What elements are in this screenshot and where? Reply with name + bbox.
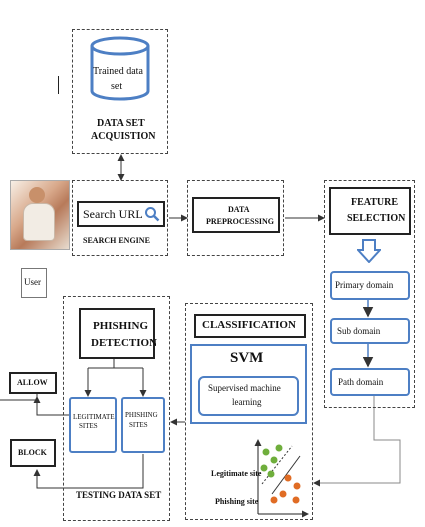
feature-panel: FEATURE SELECTION Primary domain Sub dom…: [324, 180, 415, 408]
testing-label: TESTING DATA SET: [76, 490, 162, 500]
phishing-sites-line-1: PHISHING: [125, 411, 158, 419]
feature-item-label: Sub domain: [337, 326, 381, 336]
allow-label: ALLOW: [17, 378, 48, 387]
preprocessing-box: DATA PREPROCESSING: [192, 197, 280, 233]
search-input-text: Search URL: [83, 207, 143, 221]
dataset-panel: Trained data set DATA SET ACQUISTION: [72, 29, 168, 154]
phishing-title-1: PHISHING: [93, 320, 149, 332]
feature-item-label: Primary domain: [335, 280, 394, 290]
block-label: BLOCK: [18, 448, 47, 457]
feature-title-box: FEATURE SELECTION: [329, 187, 411, 235]
user-label: User: [24, 277, 41, 287]
down-arrow-icon: [357, 239, 381, 263]
feature-title-2: SELECTION: [347, 213, 406, 224]
phishing-title-2: DETECTION: [91, 337, 158, 349]
phishing-sites-box: PHISHING SITES: [121, 397, 165, 453]
block-box: BLOCK: [10, 439, 56, 467]
legit-site-label: Legitimate site: [211, 469, 262, 478]
preprocessing-panel: DATA PREPROCESSING: [187, 180, 284, 256]
phishing-panel: PHISHING DETECTION LEGITIMATE SITES PHIS…: [63, 296, 170, 521]
db-text-2: set: [111, 81, 123, 92]
cursor-mark: [58, 76, 59, 94]
feature-item-primary: Primary domain: [330, 271, 410, 300]
sml-line-1: Supervised machine: [208, 383, 281, 393]
database-icon: [90, 36, 150, 101]
feature-item-label: Path domain: [338, 377, 384, 387]
search-input[interactable]: Search URL: [77, 201, 165, 227]
preprocessing-line-1: DATA: [228, 205, 250, 214]
dataset-title-1: DATA SET: [97, 118, 145, 129]
phishing-title-box: PHISHING DETECTION: [79, 308, 158, 359]
classification-title-box: CLASSIFICATION: [194, 314, 306, 338]
feature-item-path: Path domain: [330, 368, 410, 396]
classification-panel: CLASSIFICATION SVM Supervised machine le…: [185, 303, 313, 520]
svm-title: SVM: [230, 350, 264, 366]
user-box: User: [21, 268, 47, 298]
phish-site-label: Phishing site: [215, 497, 259, 506]
classification-title: CLASSIFICATION: [202, 319, 296, 331]
phishing-sites-line-2: SITES: [129, 421, 148, 429]
allow-box: ALLOW: [9, 372, 57, 394]
search-label: SEARCH ENGINE: [83, 236, 150, 245]
legit-sites-line-2: SITES: [79, 422, 98, 430]
feature-title-1: FEATURE: [351, 197, 399, 208]
preprocessing-line-2: PREPROCESSING: [206, 217, 275, 226]
feature-item-sub: Sub domain: [330, 318, 410, 344]
sml-box: Supervised machine learning: [198, 376, 299, 416]
search-panel: Search URL SEARCH ENGINE: [72, 180, 168, 256]
user-photo: [10, 180, 70, 250]
sml-line-2: learning: [232, 397, 262, 407]
search-icon[interactable]: [144, 206, 160, 222]
dataset-title-2: ACQUISTION: [91, 131, 156, 142]
db-text-1: Trained data: [93, 66, 143, 77]
svm-box: SVM Supervised machine learning: [190, 344, 307, 424]
legit-sites-line-1: LEGITIMATE: [73, 413, 115, 421]
legit-sites-box: LEGITIMATE SITES: [69, 397, 117, 453]
